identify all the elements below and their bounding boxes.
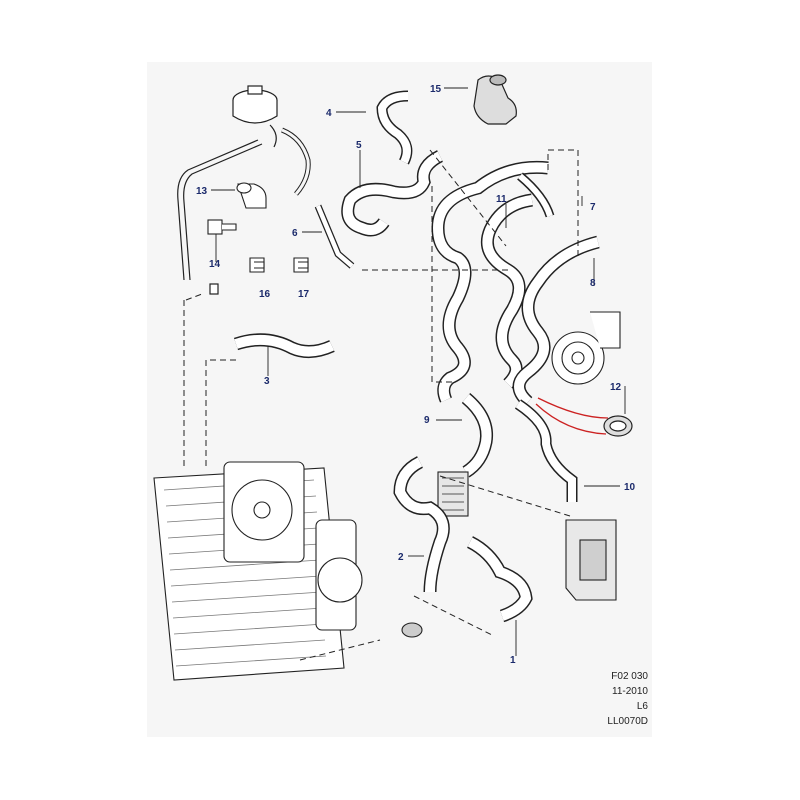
bolt-part-14 xyxy=(207,219,237,235)
engine-block xyxy=(565,519,617,601)
highlight-line-lower xyxy=(535,403,607,435)
callout-15: 15 xyxy=(430,84,442,95)
callout-16: 16 xyxy=(259,289,271,300)
callout-11: 11 xyxy=(496,194,507,205)
oil-cooler xyxy=(437,471,469,517)
hose-part-6 xyxy=(314,204,355,269)
callout-12: 12 xyxy=(610,382,622,393)
hose-assembly-7 xyxy=(431,160,555,403)
hose-part-8 xyxy=(512,235,600,407)
hose-part-5 xyxy=(341,150,444,237)
drawing-series: L6 xyxy=(636,701,648,712)
clamp-part-12 xyxy=(603,415,633,437)
hose-part-4 xyxy=(376,90,413,165)
callout-17: 17 xyxy=(298,289,310,300)
hose-part-1 xyxy=(466,536,533,623)
callout-6: 6 xyxy=(292,228,298,239)
callout-leaders xyxy=(211,87,626,656)
highlight-line-upper xyxy=(537,397,609,419)
callout-8: 8 xyxy=(590,278,596,289)
clip-part-17 xyxy=(293,257,309,273)
expansion-tank xyxy=(177,85,311,295)
callout-10: 10 xyxy=(624,482,636,493)
drawing-id: LL0070D xyxy=(607,716,648,727)
callout-7: 7 xyxy=(590,202,596,213)
hose-clamp-small xyxy=(401,622,423,638)
callout-4: 4 xyxy=(326,108,332,119)
guide-lines xyxy=(183,149,579,661)
callout-2: 2 xyxy=(398,552,404,563)
hose-part-2 xyxy=(393,456,450,593)
callout-14: 14 xyxy=(209,259,221,270)
cooling-fan xyxy=(223,461,363,631)
clip-part-13 xyxy=(236,182,267,209)
hose-part-10 xyxy=(514,399,578,502)
callout-13: 13 xyxy=(196,186,208,197)
callout-3: 3 xyxy=(264,376,270,387)
callout-5: 5 xyxy=(356,140,362,151)
callout-1: 1 xyxy=(510,655,516,666)
clip-part-16 xyxy=(249,257,265,273)
hose-part-3 xyxy=(233,333,335,358)
callout-9: 9 xyxy=(424,415,430,426)
water-pump-pulley xyxy=(551,311,621,385)
drawing-ref-code: F02 030 xyxy=(611,671,648,682)
drawing-date: 11-2010 xyxy=(612,686,648,697)
hose-part-9 xyxy=(461,393,494,478)
thermostat-housing-15 xyxy=(473,74,517,125)
